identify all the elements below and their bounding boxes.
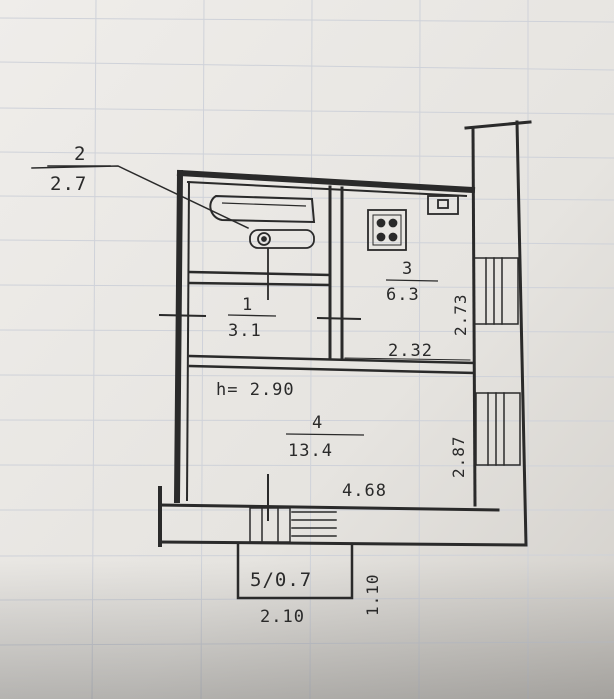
callout-number: 2	[74, 143, 86, 165]
room-width-dim: 4.68	[342, 481, 387, 501]
room-4-divider	[285, 433, 365, 436]
room-4-number: 4	[312, 413, 323, 433]
kitchen-height-dim: 2.73	[451, 293, 470, 336]
room-3-divider	[385, 279, 439, 282]
door-mark-left	[158, 313, 207, 318]
room-3-area: 6.3	[386, 285, 420, 305]
room-1-number: 1	[242, 295, 253, 315]
outer-wall-left-inner	[185, 180, 191, 502]
hall-room-wall-2	[188, 364, 476, 375]
room-3-number: 3	[402, 259, 413, 279]
cabinet-icon	[427, 195, 459, 215]
right-column-right	[515, 120, 528, 547]
window-upper	[473, 257, 519, 325]
entry-depth-dim: 1.10	[363, 573, 382, 616]
callout-leader	[31, 165, 249, 229]
bathroom-hall-wall-2	[188, 281, 332, 287]
outer-wall-top-inner	[186, 180, 468, 198]
callout-area: 2.7	[50, 173, 87, 195]
stove-icon	[367, 209, 407, 251]
room-4-area: 13.4	[288, 441, 333, 461]
sink-icon	[249, 229, 315, 300]
kitchen-width-dim: 2.32	[388, 341, 433, 361]
outer-wall-top	[176, 169, 476, 194]
bathroom-hall-wall	[188, 270, 332, 277]
outer-wall-bottom-outer	[158, 540, 527, 547]
dim-line-kitchen-bottom	[344, 357, 471, 361]
room-1-area: 3.1	[228, 321, 262, 341]
entry-porch-outline	[236, 543, 354, 600]
hall-room-wall	[188, 354, 476, 365]
bathtub-icon	[209, 194, 316, 224]
photo-shadow	[0, 560, 614, 699]
outer-wall-bottom	[158, 503, 500, 512]
entry-steps	[249, 507, 337, 543]
door-mark-middle	[316, 316, 362, 321]
entry-width-dim: 2.10	[260, 607, 305, 627]
window-lower	[475, 392, 521, 466]
room-1-divider	[227, 314, 277, 317]
outer-wall-left	[173, 169, 184, 504]
ceiling-height-label: h= 2.90	[216, 380, 295, 400]
entry-label: 5/0.7	[250, 569, 312, 591]
room-height-dim: 2.87	[449, 435, 468, 478]
right-column-top	[464, 120, 532, 130]
